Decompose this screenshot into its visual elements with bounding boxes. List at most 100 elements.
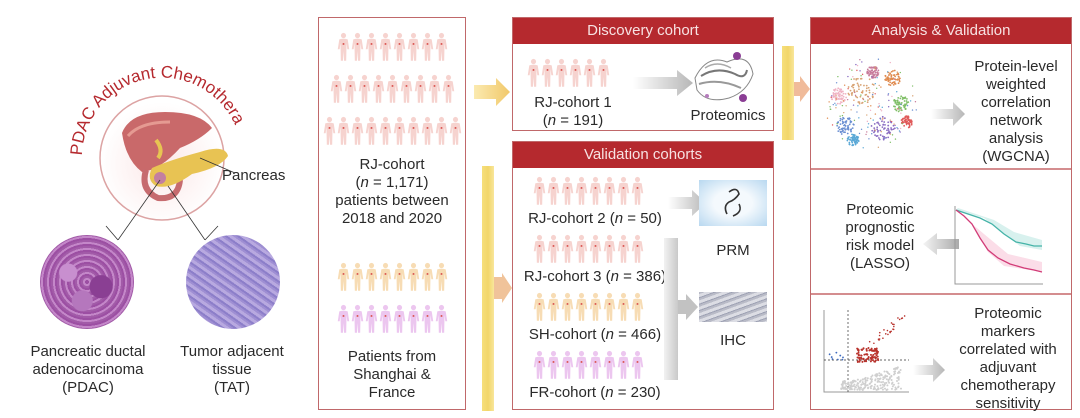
network-node — [847, 126, 849, 129]
network-node — [897, 103, 900, 106]
network-node — [859, 70, 861, 72]
network-node — [856, 111, 858, 113]
volcano-point — [861, 381, 864, 384]
network-node — [904, 103, 906, 106]
network-node — [841, 138, 844, 140]
volcano-point — [893, 373, 896, 376]
network-node — [849, 139, 852, 141]
network-node — [858, 88, 860, 91]
network-node — [890, 74, 893, 76]
network-node — [852, 133, 855, 136]
person-icon — [407, 300, 420, 338]
network-node — [839, 102, 842, 105]
network-node — [837, 75, 839, 78]
network-node — [834, 88, 837, 90]
network-node — [874, 129, 876, 131]
volcano-point — [876, 355, 879, 358]
person-icon — [533, 348, 546, 382]
person-icon — [428, 70, 441, 108]
person-icon — [351, 28, 364, 66]
network-node — [867, 96, 870, 98]
network-node — [896, 99, 899, 102]
volcano-point — [875, 356, 878, 359]
network-node — [850, 136, 852, 139]
volcano-point — [866, 377, 869, 380]
network-node — [872, 76, 875, 79]
volcano-point — [854, 380, 857, 383]
volcano-point — [873, 387, 876, 390]
to-prm-arrow-icon — [668, 190, 706, 216]
network-node — [868, 78, 871, 81]
network-node — [868, 89, 871, 92]
network-node — [840, 90, 843, 93]
person-icon — [547, 290, 560, 324]
volcano-point — [846, 387, 849, 390]
fr-cohort-people — [533, 348, 644, 382]
network-node — [867, 123, 870, 125]
volcano-point — [890, 387, 893, 390]
volcano-point — [871, 356, 874, 359]
network-node — [848, 136, 850, 138]
volcano-point — [876, 385, 879, 388]
volcano-point — [859, 386, 862, 389]
network-node — [867, 99, 869, 102]
network-node — [882, 119, 884, 121]
person-icon — [541, 54, 554, 92]
volcano-point — [875, 388, 878, 391]
network-node — [878, 138, 881, 141]
volcano-point — [830, 356, 833, 358]
network-node — [835, 92, 837, 95]
volcano-point — [868, 382, 871, 385]
network-node — [892, 70, 894, 72]
person-icon — [351, 258, 364, 296]
person-icon — [365, 258, 378, 296]
person-icon — [583, 54, 596, 92]
volcano-point — [887, 379, 890, 382]
network-node — [850, 109, 852, 111]
validation-people-row — [533, 232, 644, 266]
volcano-point — [869, 360, 872, 363]
volcano-point — [869, 387, 872, 390]
person-icon — [631, 348, 644, 382]
network-node — [893, 99, 895, 102]
connector-lines — [105, 225, 219, 241]
person-icon — [603, 232, 616, 266]
tat-label: Tumor adjacent tissue (TAT) — [180, 343, 284, 396]
person-icon — [442, 70, 455, 108]
volcano-point — [873, 342, 875, 345]
network-node — [875, 69, 877, 72]
network-node — [877, 137, 880, 139]
person-icon — [337, 112, 350, 150]
person-icon — [393, 112, 406, 150]
network-node — [887, 136, 890, 139]
validation-header: Validation cohorts — [513, 142, 773, 168]
person-icon — [351, 112, 364, 150]
network-node — [856, 136, 859, 139]
network-node — [841, 97, 844, 100]
network-node — [860, 94, 862, 96]
network-node — [883, 127, 886, 130]
network-node — [900, 103, 902, 106]
volcano-point — [871, 359, 874, 362]
network-node — [884, 124, 886, 126]
volcano-point — [839, 354, 842, 357]
volcano-point — [883, 370, 886, 373]
network-node — [835, 82, 838, 84]
network-node — [854, 141, 857, 144]
person-icon — [561, 232, 574, 266]
network-node — [842, 92, 845, 95]
network-node — [897, 128, 899, 130]
network-node — [893, 69, 896, 72]
network-node — [832, 103, 834, 106]
person-icon — [575, 232, 588, 266]
network-node — [894, 78, 897, 81]
network-node — [857, 84, 860, 86]
to-markers-arrow-icon — [913, 358, 945, 382]
person-icon — [631, 290, 644, 324]
volcano-point — [873, 347, 876, 350]
network-node — [860, 91, 863, 93]
person-icon — [527, 54, 540, 92]
volcano-point — [840, 387, 843, 390]
network-node — [851, 127, 854, 130]
network-node — [910, 123, 913, 126]
